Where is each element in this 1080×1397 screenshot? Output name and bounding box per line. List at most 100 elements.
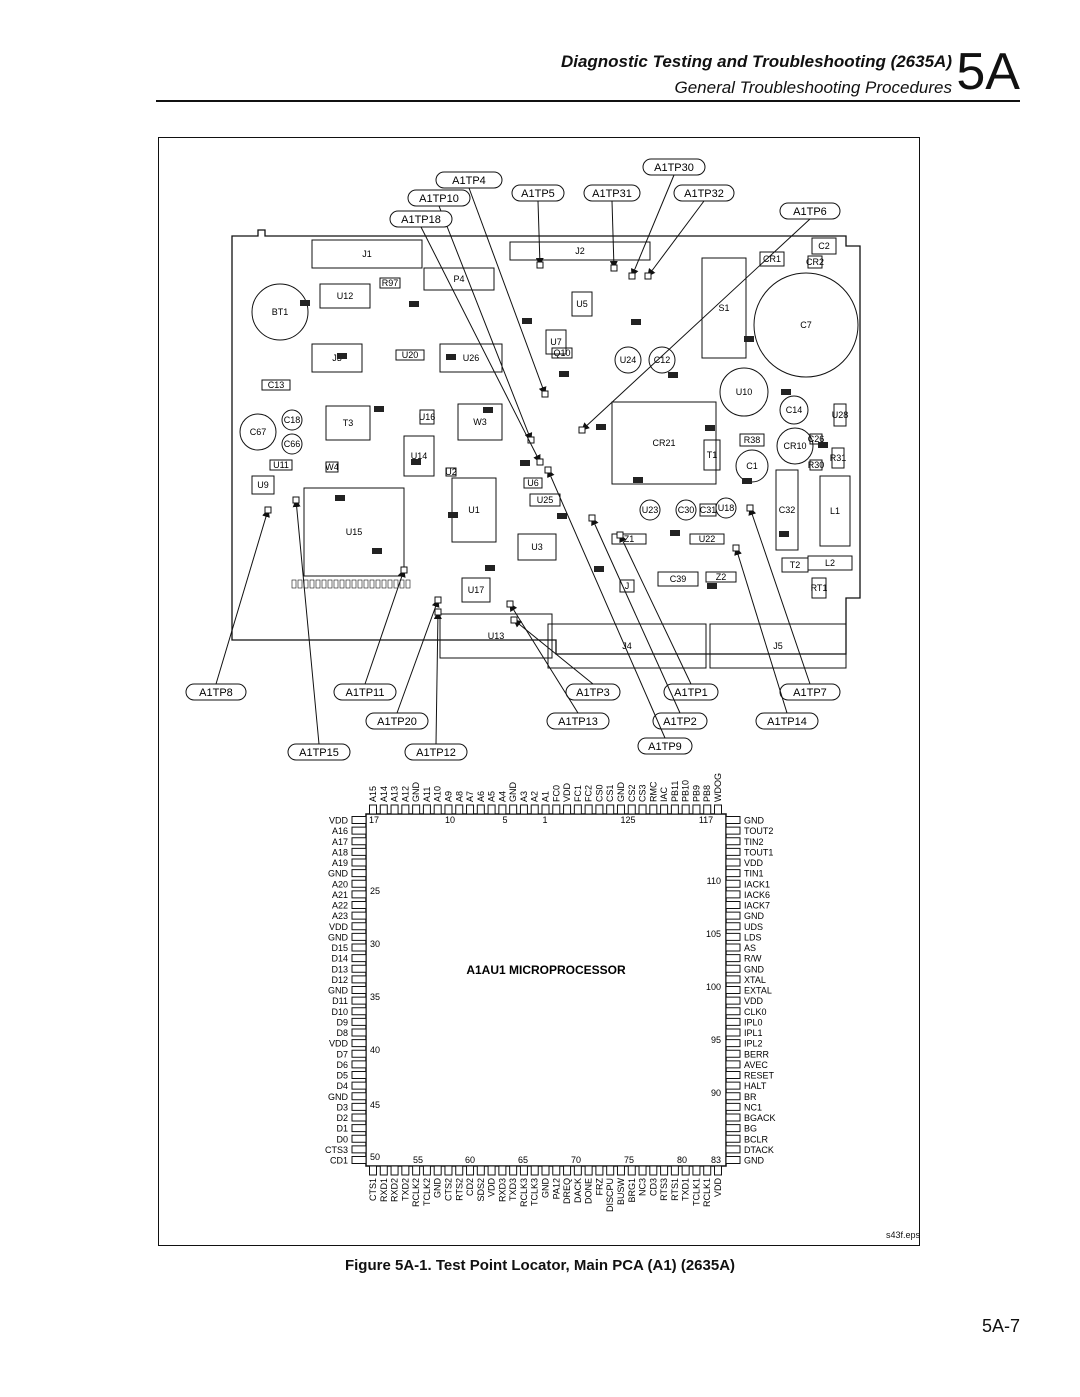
component-u22 [689, 533, 725, 545]
top-pin-pad [412, 804, 421, 815]
component-label-u26: U26 [463, 353, 480, 363]
left-pin-pad [351, 1156, 367, 1164]
callout-box-a1tp6 [779, 202, 841, 220]
header-pin [357, 579, 363, 589]
right-pin-label: TIN1 [744, 869, 764, 879]
top-pin-pad [584, 804, 593, 815]
test-point-a1tp6: A1TP6 [793, 206, 827, 218]
top-pin-pad [638, 804, 647, 815]
figure-file-id: s43f.eps [885, 1230, 920, 1240]
right-pin-label: IPL2 [744, 1039, 763, 1049]
left-pin-number: 35 [370, 992, 380, 1002]
left-pin-number: 50 [370, 1152, 380, 1162]
header-pin [405, 579, 411, 589]
top-pin-label: PB9 [691, 785, 701, 802]
test-point-pad [536, 458, 544, 466]
top-pin-pad [519, 804, 528, 815]
callout-line-a1tp7 [748, 507, 811, 685]
right-pin-pad [725, 1145, 741, 1154]
right-pin-label: TIN2 [744, 837, 764, 847]
callout-box-a1tp10 [407, 189, 471, 207]
top-pin-label: A14 [379, 786, 389, 802]
top-pin-pad [670, 804, 679, 815]
callout-box-a1tp5 [511, 184, 565, 202]
smd-part [818, 442, 828, 448]
callout-line-a1tp14 [734, 547, 788, 714]
bottom-pin-pad [455, 1165, 464, 1176]
component-label-u28: U28 [832, 410, 849, 420]
test-point-a1tp5: A1TP5 [521, 188, 555, 200]
right-pin-label: GND [744, 911, 765, 921]
component-label-cr2: CR2 [806, 257, 824, 267]
right-pin-pad [725, 922, 741, 931]
header-title: Diagnostic Testing and Troubleshooting (… [560, 52, 952, 71]
component-cr2 [807, 255, 823, 269]
right-pin-number: 105 [706, 929, 721, 939]
test-point-pad [292, 496, 300, 504]
left-pin-label: D15 [331, 943, 348, 953]
header-pin [399, 579, 405, 589]
component-label-c30: C30 [678, 505, 695, 515]
left-pin-label: D12 [331, 975, 348, 985]
test-point-pad [616, 531, 624, 539]
component-label-j2: J2 [575, 246, 585, 256]
callout-line-a1tp4 [468, 187, 547, 395]
component-c30 [675, 499, 697, 521]
bottom-pin-number: 75 [624, 1155, 634, 1165]
top-pin-pad [433, 804, 442, 815]
component-u20 [395, 349, 425, 361]
bottom-pin-label: VDD [713, 1178, 723, 1198]
left-pin-pad [351, 847, 367, 856]
test-point-a1tp10: A1TP10 [419, 193, 459, 205]
smd-part [559, 371, 569, 377]
bottom-pin-pad [412, 1165, 421, 1176]
top-pin-label: RMC [648, 781, 658, 802]
component-u1 [451, 477, 497, 543]
component-u24 [614, 346, 642, 374]
component-label-p4: P4 [453, 274, 464, 284]
left-pin-label: A16 [332, 826, 348, 836]
left-pin-pad [351, 816, 367, 824]
test-point-pad [434, 608, 442, 616]
header-pin [345, 579, 351, 589]
component-label-w4: W4 [325, 462, 339, 472]
left-pin-label: A20 [332, 879, 348, 889]
component-label-j5: J5 [773, 641, 783, 651]
right-pin-pad [725, 816, 741, 824]
left-pin-label: D14 [331, 954, 348, 964]
left-pin-pad [351, 1007, 367, 1016]
right-pin-label: HALT [744, 1081, 767, 1091]
callout-box-a1tp30 [642, 158, 706, 176]
test-point-pad [400, 566, 408, 574]
right-pin-label: CLK0 [744, 1007, 767, 1017]
top-pin-label: PB10 [681, 780, 691, 802]
right-pin-number: 110 [707, 876, 721, 886]
callout-line-a1tp6 [581, 218, 811, 431]
right-pin-label: DTACK [744, 1145, 774, 1155]
component-z2 [705, 571, 737, 583]
left-pin-number: 40 [370, 1045, 380, 1055]
header-pin [291, 579, 297, 589]
component-label-t3: T3 [343, 418, 354, 428]
component-label-c13: C13 [268, 380, 285, 390]
bottom-pin-number: 65 [518, 1155, 528, 1165]
microprocessor-body [365, 813, 727, 1167]
top-pin-label: A12 [400, 786, 410, 802]
test-point-a1tp15: A1TP15 [299, 747, 339, 759]
smd-part [557, 513, 567, 519]
top-pin-label: A7 [465, 791, 475, 802]
bottom-pin-pad [649, 1165, 658, 1176]
component-p4 [423, 267, 495, 291]
top-pin-label: FC2 [584, 785, 594, 802]
right-pin-pad [725, 1028, 741, 1037]
component-label-z2: Z2 [716, 572, 727, 582]
bottom-pin-label: RTS1 [670, 1178, 680, 1201]
smd-part [485, 565, 495, 571]
component-label-r97: R97 [382, 278, 399, 288]
test-point-a1tp18: A1TP18 [401, 214, 441, 226]
left-pin-number: 30 [370, 939, 380, 949]
component-c7 [753, 272, 859, 378]
right-pin-number: 90 [711, 1088, 721, 1098]
left-pin-pad [351, 858, 367, 867]
